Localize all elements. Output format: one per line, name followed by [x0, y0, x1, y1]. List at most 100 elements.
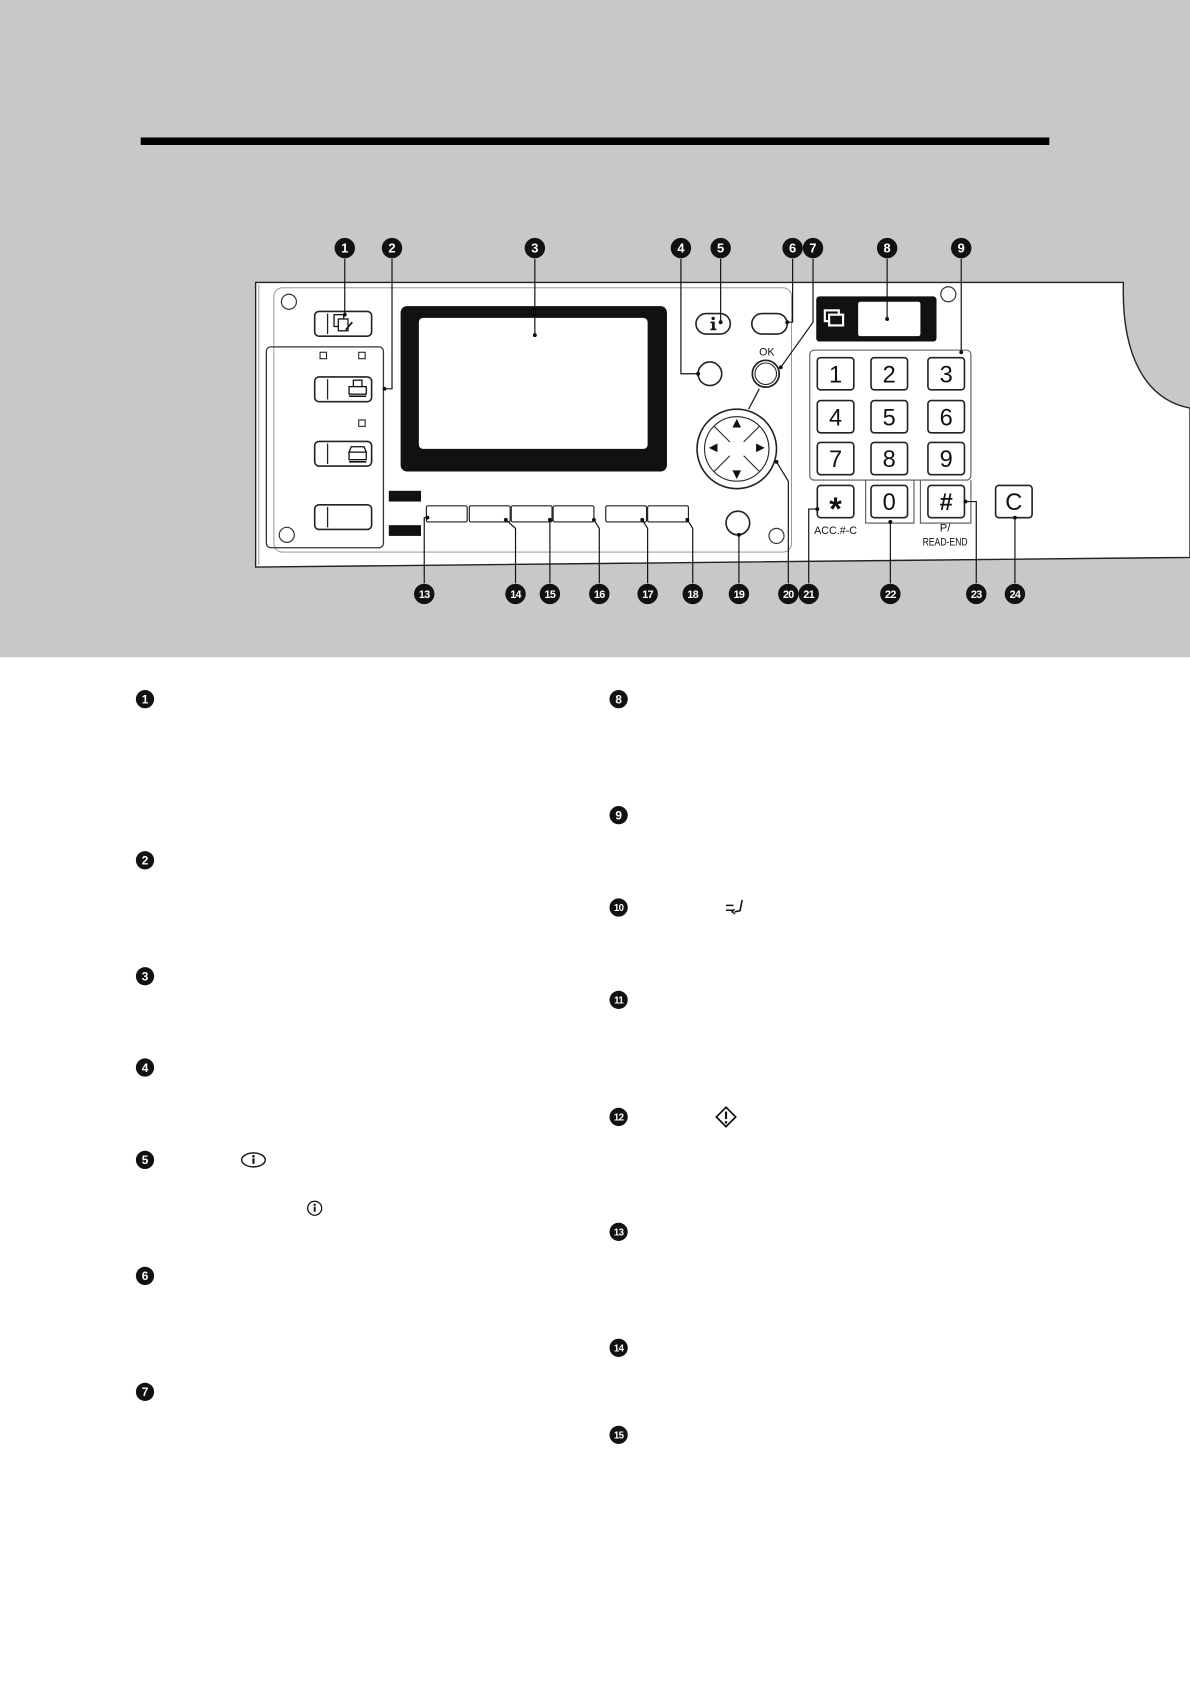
key-label: 6 — [940, 405, 953, 431]
keypad-key-4[interactable]: 4 — [816, 399, 855, 434]
keypad-key-5[interactable]: 5 — [870, 399, 909, 434]
keypad-key-6[interactable]: 6 — [927, 399, 966, 434]
svg-text:15: 15 — [614, 1430, 625, 1441]
description-number-3: 3 — [135, 967, 155, 986]
leader-line-14 — [505, 519, 517, 584]
callout-2: 2 — [381, 237, 403, 259]
down-arrow-icon[interactable] — [732, 470, 742, 479]
selection-key[interactable] — [510, 505, 553, 523]
copy-icon — [333, 314, 353, 332]
keypad-key-hash[interactable]: # — [927, 484, 966, 519]
description-number-6: 6 — [135, 1266, 155, 1286]
key-label: 5 — [883, 405, 896, 431]
key-label: 8 — [883, 447, 896, 473]
description-number-10: 10 — [609, 898, 628, 917]
svg-text:8: 8 — [884, 241, 891, 256]
key-label: 3 — [940, 362, 953, 388]
right-arrow-icon[interactable] — [756, 443, 765, 453]
keypad-key-1[interactable]: 1 — [816, 356, 855, 391]
svg-text:12: 12 — [614, 1112, 624, 1123]
keypad-key-7[interactable]: 7 — [816, 441, 855, 476]
ok-key[interactable]: OK — [751, 346, 781, 389]
start-icon — [715, 1106, 737, 1128]
dial-dividers — [713, 425, 760, 472]
callout-14: 14 — [505, 583, 526, 605]
svg-text:9: 9 — [958, 241, 965, 256]
selection-key[interactable] — [552, 505, 595, 523]
hash-key-caption-line2: READ-END — [923, 537, 968, 549]
info-key[interactable] — [695, 312, 732, 335]
svg-text:13: 13 — [419, 589, 430, 601]
svg-text:1: 1 — [142, 692, 149, 706]
blank-function-key[interactable] — [313, 503, 373, 531]
callouts-top: 1 2 3 4 5 6 7 8 9 — [334, 237, 972, 259]
svg-text:18: 18 — [687, 589, 698, 601]
svg-text:19: 19 — [734, 589, 745, 601]
description-number-14: 14 — [609, 1338, 628, 1357]
keypad-key-0[interactable]: 0 — [870, 484, 909, 519]
keypad-key-8[interactable]: 8 — [870, 441, 909, 476]
callout-20: 20 — [778, 583, 799, 605]
control-panel: OK 1 2 3 4 5 6 — [254, 281, 1190, 568]
selection-key[interactable] — [468, 505, 511, 523]
key-label: C — [1005, 490, 1022, 516]
key-label: * — [829, 491, 842, 527]
callout-24: 24 — [1004, 583, 1026, 605]
description-number-13: 13 — [609, 1222, 628, 1241]
key-label: 7 — [829, 447, 842, 473]
leader-line-7 — [780, 258, 814, 368]
leader-line-20 — [775, 461, 789, 584]
leader-line-18 — [686, 519, 694, 584]
svg-text:4: 4 — [677, 241, 685, 256]
svg-text:9: 9 — [615, 808, 622, 822]
pill-key-right[interactable] — [750, 312, 789, 335]
left-arrow-icon[interactable] — [708, 443, 718, 453]
keypad-key-9[interactable]: 9 — [927, 441, 966, 476]
description-number-8: 8 — [609, 690, 628, 709]
ok-key-face[interactable] — [754, 362, 778, 386]
keypad-key-3[interactable]: 3 — [927, 356, 966, 391]
svg-text:13: 13 — [614, 1227, 625, 1238]
copy-function-key[interactable] — [313, 310, 373, 337]
callout-8: 8 — [876, 237, 898, 259]
leader-line-21 — [808, 508, 818, 584]
printer-function-key[interactable] — [313, 376, 373, 403]
svg-text:17: 17 — [642, 589, 653, 601]
callout-3: 3 — [524, 237, 546, 259]
description-number-4: 4 — [135, 1058, 155, 1077]
round-key-left[interactable] — [697, 361, 723, 387]
indicator-lamp — [319, 351, 328, 360]
scanner-function-key[interactable] — [313, 440, 373, 467]
lcd-screen — [418, 317, 648, 449]
callout-7: 7 — [802, 237, 824, 259]
up-arrow-icon[interactable] — [732, 418, 742, 428]
svg-text:6: 6 — [142, 1269, 149, 1283]
selection-key[interactable] — [647, 505, 690, 523]
selection-key[interactable] — [425, 505, 468, 523]
callout-18: 18 — [682, 583, 703, 605]
svg-text:5: 5 — [142, 1153, 149, 1167]
svg-text:14: 14 — [510, 589, 521, 601]
clear-key[interactable]: C — [994, 484, 1033, 519]
leader-line-23 — [965, 500, 977, 584]
callout-16: 16 — [589, 583, 610, 605]
counter-window — [858, 301, 921, 337]
navigation-dial[interactable] — [696, 408, 778, 490]
round-key-bottom[interactable] — [725, 510, 751, 536]
svg-text:23: 23 — [971, 589, 982, 601]
description-number-9: 9 — [609, 806, 628, 825]
scroll-indicator-bar — [388, 525, 422, 536]
keypad-key-star[interactable]: * — [816, 484, 855, 527]
screw-hole — [280, 293, 298, 310]
key-label: 4 — [829, 405, 842, 431]
selection-key[interactable] — [605, 505, 648, 523]
blank-key-body[interactable] — [313, 503, 373, 531]
callout-17: 17 — [637, 583, 658, 605]
pause-redial-icon — [726, 899, 743, 915]
callout-1: 1 — [334, 237, 355, 259]
star-key-caption: ACC.#-C — [814, 525, 857, 537]
lcd-display — [400, 306, 667, 472]
keypad-key-2[interactable]: 2 — [870, 356, 909, 391]
leader-line-17 — [641, 519, 649, 584]
printer-icon — [348, 379, 367, 398]
